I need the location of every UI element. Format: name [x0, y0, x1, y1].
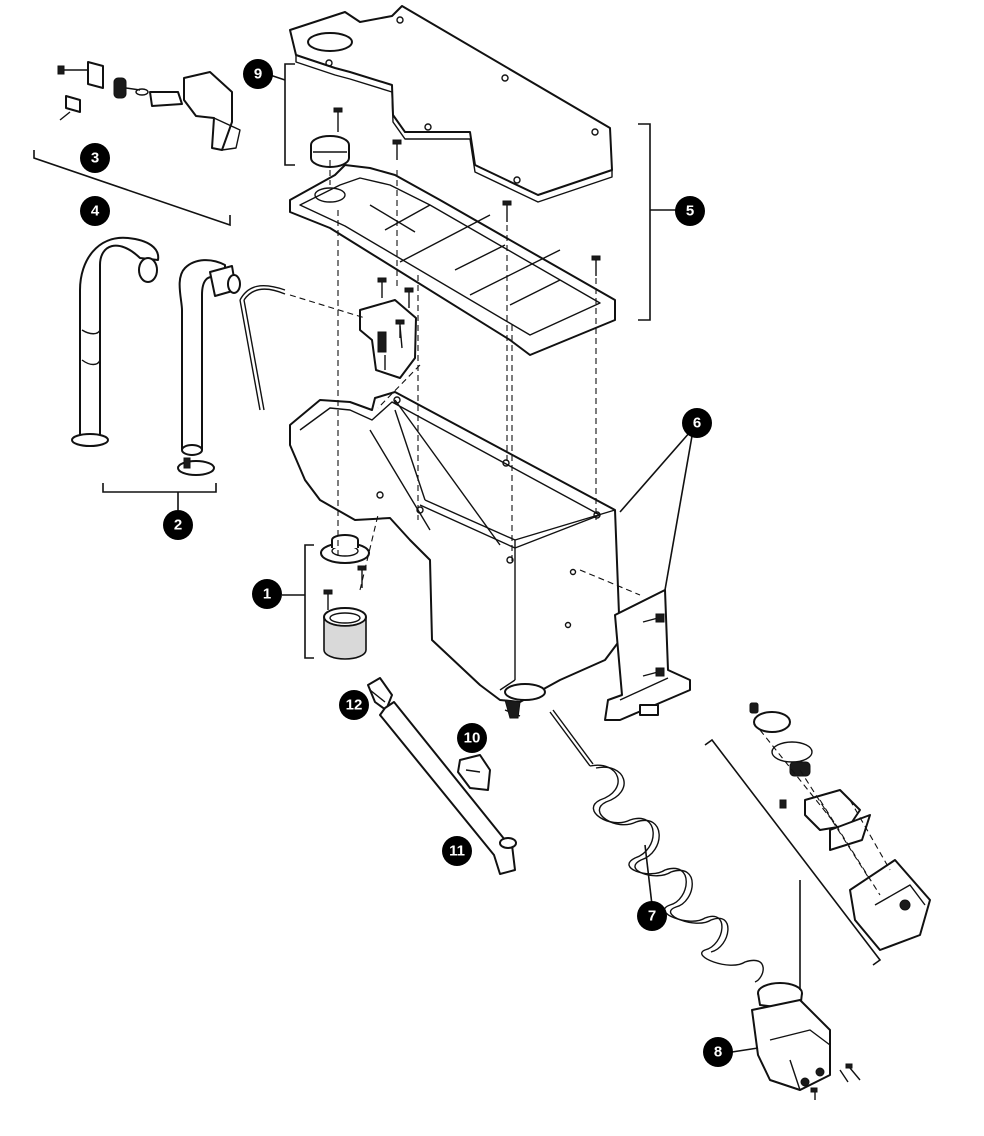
connector-part [367, 677, 393, 711]
valve-kit-part [57, 61, 241, 151]
side-plate-part [604, 589, 691, 721]
callout-12: 12 [339, 690, 369, 720]
motor-assembly-part [731, 982, 861, 1100]
lid-frame-part [289, 164, 616, 356]
drain-fitting-part [320, 534, 370, 660]
svg-text:2: 2 [174, 517, 182, 534]
leaders-6 [619, 431, 693, 591]
motor-kit-exploded [704, 702, 931, 990]
callout-2: 2 [163, 510, 193, 540]
valve-screws [377, 277, 414, 338]
bracket-4 [33, 150, 231, 227]
callout-1: 1 [252, 579, 282, 609]
tube-clip-part [457, 754, 491, 791]
svg-text:1: 1 [263, 586, 271, 603]
callout-8: 8 [703, 1037, 733, 1067]
callout-3: 3 [80, 143, 110, 173]
hose-elbow-part [178, 259, 241, 456]
callout-9: 9 [243, 59, 273, 89]
small-tube-part [239, 284, 286, 411]
svg-text:10: 10 [464, 730, 481, 747]
svg-text:6: 6 [693, 415, 701, 432]
alignment-lines [289, 160, 891, 896]
svg-text:4: 4 [91, 203, 100, 220]
svg-text:7: 7 [648, 908, 656, 925]
bracket-1 [282, 544, 314, 659]
auger-spring-part [549, 709, 764, 983]
svg-text:5: 5 [686, 203, 694, 220]
svg-text:9: 9 [254, 66, 262, 83]
callout-10: 10 [457, 723, 487, 753]
callout-11: 11 [442, 836, 472, 866]
inlet-valve-part [359, 299, 417, 379]
callout-7: 7 [637, 901, 667, 931]
bracket-5 [638, 123, 678, 321]
bracket-2 [102, 483, 217, 510]
lid-fill-hole [307, 32, 353, 52]
drain-tube-part [379, 701, 517, 875]
callout-5: 5 [675, 196, 705, 226]
callout-6: 6 [682, 408, 712, 438]
callout-4: 4 [80, 196, 110, 226]
top-lid-part [289, 5, 613, 203]
hose-clamp-part [177, 457, 215, 476]
svg-text:3: 3 [91, 150, 99, 167]
svg-text:12: 12 [346, 697, 363, 714]
lid-cap-part [310, 135, 350, 168]
svg-text:8: 8 [714, 1044, 722, 1061]
hose-part [71, 236, 160, 447]
svg-text:11: 11 [449, 843, 465, 860]
bracket-9 [269, 63, 295, 166]
